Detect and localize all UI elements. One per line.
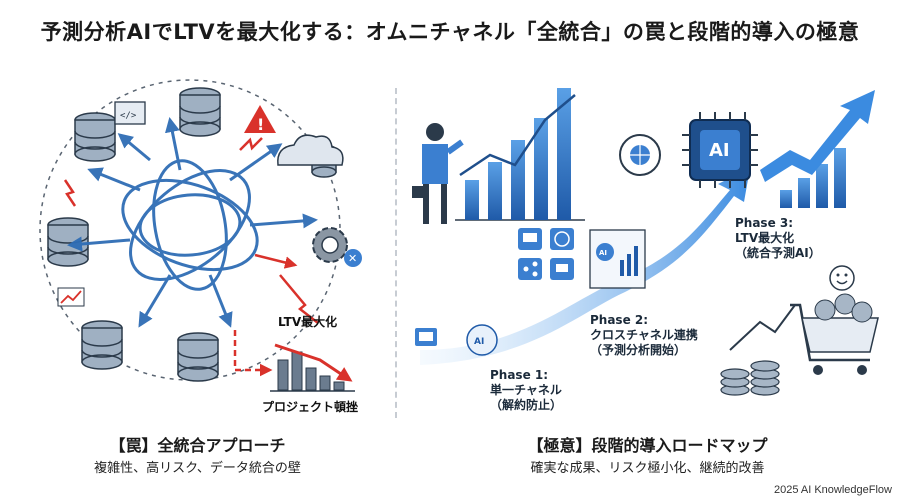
phase-1-label: Phase 1: 単一チャネル （解約防止） — [490, 368, 562, 413]
growth-bar-chart — [455, 88, 585, 221]
gear-icon — [312, 227, 348, 263]
left-caption-subtitle: 複雑性、高リスク、データ統合の壁 — [94, 461, 301, 476]
presenter-icon — [412, 123, 464, 224]
ai-chip-label: AI — [709, 140, 730, 161]
phase-2-title: クロスチャネル連携 — [590, 328, 698, 342]
svg-text:!: ! — [257, 115, 264, 134]
warning-icon: ! — [244, 105, 276, 134]
right-illustration: AI AI — [412, 88, 879, 396]
phase-3-label: Phase 3: LTV最大化 （統合予測AI） — [735, 216, 821, 261]
svg-text:AI: AI — [599, 249, 607, 257]
label-ltv-left: LTV最大化 — [278, 315, 338, 329]
phase-2-name: Phase 2: — [590, 313, 649, 327]
tangled-arrows — [67, 117, 318, 328]
rising-trend-icon — [760, 90, 875, 208]
phase-2-detail: （予測分析開始） — [590, 343, 687, 357]
panel-divider — [395, 88, 397, 418]
cart-trend-arrow — [729, 304, 796, 351]
phase-3-name: Phase 3: — [735, 216, 794, 230]
label-project-failure: プロジェクト頓挫 — [262, 400, 359, 414]
svg-text:AI: AI — [474, 337, 484, 347]
error-icon — [344, 249, 362, 267]
code-window-icon: </> — [114, 101, 146, 125]
cloud-icon — [277, 134, 344, 166]
crashing-chart-icon — [270, 343, 355, 392]
coin-stack-icon — [720, 360, 780, 396]
phase-2-label: Phase 2: クロスチャネル連携 （予測分析開始） — [590, 313, 698, 358]
right-caption-title: 【極意】段階的導入ロードマップ — [527, 436, 768, 455]
dashboard-icon: AI — [589, 229, 646, 289]
left-illustration: </> ! ✕ — [39, 79, 362, 392]
phase-1-title: 単一チャネル — [490, 383, 562, 397]
ai-chip-icon — [682, 112, 758, 188]
phase-1-name: Phase 1: — [490, 368, 549, 382]
phase-3-title: LTV最大化 — [735, 231, 795, 245]
channel-icons — [518, 228, 574, 280]
brain-ai-icon: AI — [466, 324, 498, 356]
phase-1-detail: （解約防止） — [490, 398, 563, 412]
shopping-cart-icon — [790, 293, 879, 375]
red-warning-arrows — [63, 137, 319, 377]
page-title: 予測分析AIでLTVを最大化する：オムニチャネル「全統合」の罠と段階的導入の極意 — [40, 20, 860, 44]
phase-3-detail: （統合予測AI） — [735, 246, 821, 260]
smiley-icon — [829, 265, 855, 291]
copyright-credit: 2025 AI KnowledgeFlow — [773, 484, 892, 496]
left-caption-title: 【罠】全統合アプローチ — [109, 436, 286, 455]
globe-sync-icon — [619, 134, 661, 176]
svg-text:✕: ✕ — [348, 252, 357, 265]
right-caption-subtitle: 確実な成果、リスク極小化、継続的改善 — [530, 461, 765, 476]
svg-text:</>: </> — [120, 111, 137, 121]
monitor-icon — [415, 328, 437, 346]
chart-icon — [57, 287, 85, 307]
database-icon — [47, 87, 337, 382]
